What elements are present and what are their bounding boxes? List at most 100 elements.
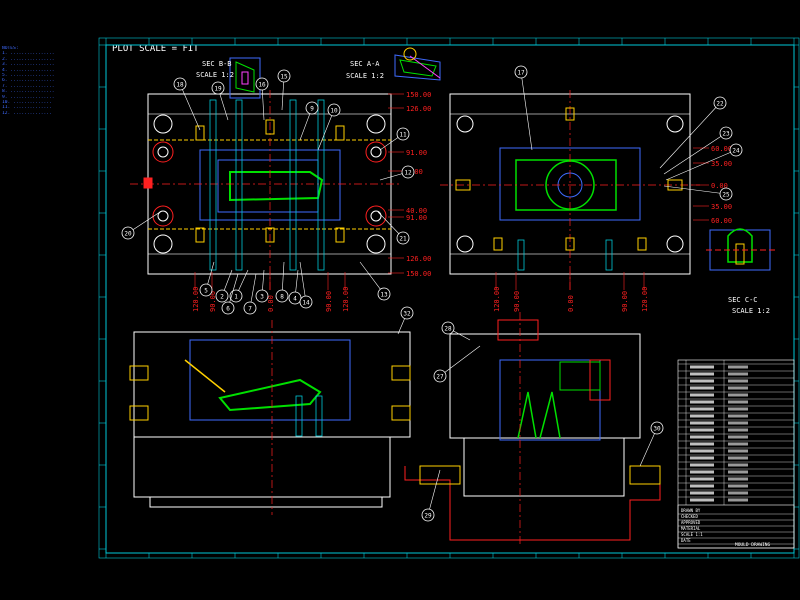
note-line: 10. .............. [2,100,52,106]
balloon-circle [215,289,229,303]
balloon-number: 20 [124,231,132,238]
balloon-number: 27 [436,374,444,381]
balloon-number: 14 [302,300,310,307]
dims-right-right: 60.00 35.00 0.00 35.00 60.00 [693,145,732,225]
balloon-circle [211,81,225,95]
note-line: 5. ................ [2,73,55,79]
balloon-number: 6 [226,306,230,313]
dim-label: 90.00 [325,291,333,312]
notes-block: NOTES:1. ................2. ............… [2,46,102,116]
balloon-number: 23 [722,131,730,138]
balloon-circle [229,289,243,303]
balloon-number: 24 [732,148,740,155]
balloon-circle [377,287,391,301]
balloon-number: 29 [424,513,432,520]
note-line: 8. ................ [2,89,55,95]
balloon-circle [441,321,455,335]
note-line: 11. .............. [2,105,52,111]
balloon-circle [121,226,135,240]
balloon-circle [173,77,187,91]
title-block-row: DRAWN BY [681,508,701,513]
dim-label: 91.00 [406,149,427,157]
balloon-circle [243,301,257,315]
title-block-bottom: MOULD DRAWING [735,542,771,548]
parts-list [678,360,794,505]
balloon-circle [729,143,743,157]
balloon-number: 10 [330,108,338,115]
sec-cc-title: SEC C-C [728,296,758,304]
balloon-circle [221,301,235,315]
balloon-number: 32 [403,311,411,318]
dim-label: 90.00 [513,291,521,312]
balloon-circle [719,187,733,201]
dim-label: 120.00 [342,287,350,312]
note-line: NOTES: [2,46,19,51]
dim-label: 120.00 [192,287,200,312]
balloon-circle [433,369,447,383]
dim-label: 91.00 [406,214,427,222]
balloon-number: 11 [399,132,407,139]
balloon-circle [299,295,313,309]
title-block-row: SCALE 1:1 [681,532,703,537]
top-left-plan-view [130,90,400,290]
note-line: 2. ................ [2,56,55,62]
balloon-number: 1 [234,294,238,301]
dim-label: 120.00 [641,287,649,312]
dim-label: 0.00 [267,295,275,312]
dim-label: 40.00 [406,207,427,215]
top-right-plan-view [440,90,700,290]
dim-label: 0.00 [406,168,423,176]
balloon-circle [650,421,664,435]
section-detail-bb [229,57,261,99]
dims-left-right: 150.00126.0091.000.0040.0091.00126.00150… [388,91,431,278]
balloon-circle [514,65,528,79]
title-block-row: MATERIAL [681,526,701,531]
balloon-circle [719,126,733,140]
balloon-circle [401,165,415,179]
balloon-circle [327,103,341,117]
dim-label: 0.00 [567,295,575,312]
balloon-number: 15 [280,74,288,81]
sec-aa-scale: SCALE 1:2 [346,72,384,80]
balloon-number: 13 [380,292,388,299]
frame-ticks [99,38,799,558]
note-line: 4. ................ [2,67,55,73]
balloon-circle [288,291,302,305]
balloon-number: 22 [716,101,724,108]
title-block-row: APPROVED [681,520,701,525]
balloon-number: 2 [220,294,224,301]
balloon-number: 12 [404,170,412,177]
balloon-circle [199,283,213,297]
balloon-circle [305,101,319,115]
dim-label: 150.00 [406,91,431,99]
balloon-number: 16 [258,82,266,89]
dim-label: 60.00 [711,145,732,153]
balloon-number: 9 [310,106,314,113]
note-line: 6. ................ [2,78,55,84]
dim-label: 35.00 [711,160,732,168]
dim-label: 0.00 [711,182,728,190]
balloon-circle [277,69,291,83]
balloon-circle [400,306,414,320]
dim-label: 60.00 [711,217,732,225]
note-line: 12. .............. [2,110,52,116]
sec-bb-scale: SCALE 1:2 [196,71,234,79]
title-block-row: CHECKED [681,514,698,519]
balloon-number: 19 [214,86,222,93]
plot-scale-note: PLOT SCALE = FIT [112,44,199,54]
note-line: 1. ................ [2,51,55,57]
dim-label: 126.00 [406,255,431,263]
sec-bb-title: SEC B-B [202,60,232,68]
balloon-circle [255,289,269,303]
balloon-number: 21 [399,236,407,243]
dim-label: 35.00 [711,203,732,211]
balloon-number: 17 [517,70,525,77]
dim-label: 90.00 [621,291,629,312]
sec-aa-title: SEC A-A [350,60,380,68]
balloon-circle [713,96,727,110]
